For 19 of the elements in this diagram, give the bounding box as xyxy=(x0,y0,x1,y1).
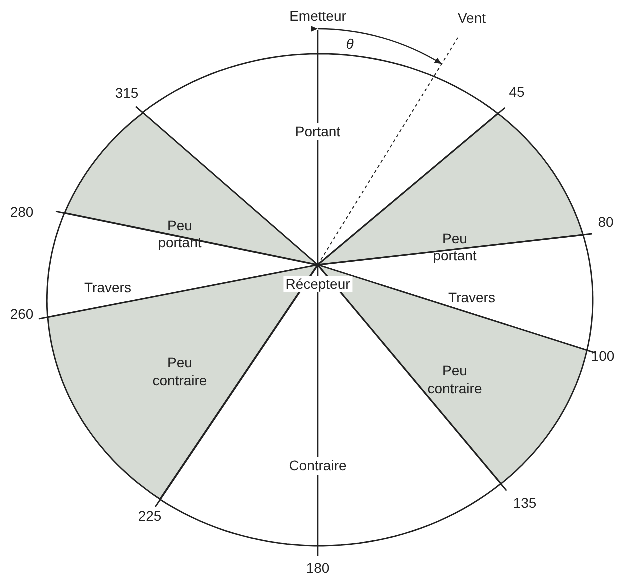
direction-label: Emetteur xyxy=(290,8,346,24)
angle-value: 100 xyxy=(591,348,615,364)
angle-value: 260 xyxy=(10,306,34,322)
angle-value: 280 xyxy=(10,204,34,220)
angle-symbol: θ xyxy=(346,36,354,52)
angle-value: 80 xyxy=(598,214,614,230)
angle-value: 45 xyxy=(509,84,525,100)
angle-value: 135 xyxy=(513,495,537,511)
region-label: Travers xyxy=(84,279,132,297)
direction-label: Vent xyxy=(458,10,486,26)
region-label: Travers xyxy=(448,289,496,307)
region-label: Peu contraire xyxy=(152,354,208,390)
region-label: Peu portant xyxy=(157,217,203,252)
region-label: Peu portant xyxy=(432,230,478,266)
center-label: Récepteur xyxy=(284,276,352,292)
angle-value: 180 xyxy=(306,560,330,576)
angle-value: 315 xyxy=(115,85,139,101)
angle-value: 225 xyxy=(138,508,162,524)
region-label: Peu contraire xyxy=(426,362,484,398)
